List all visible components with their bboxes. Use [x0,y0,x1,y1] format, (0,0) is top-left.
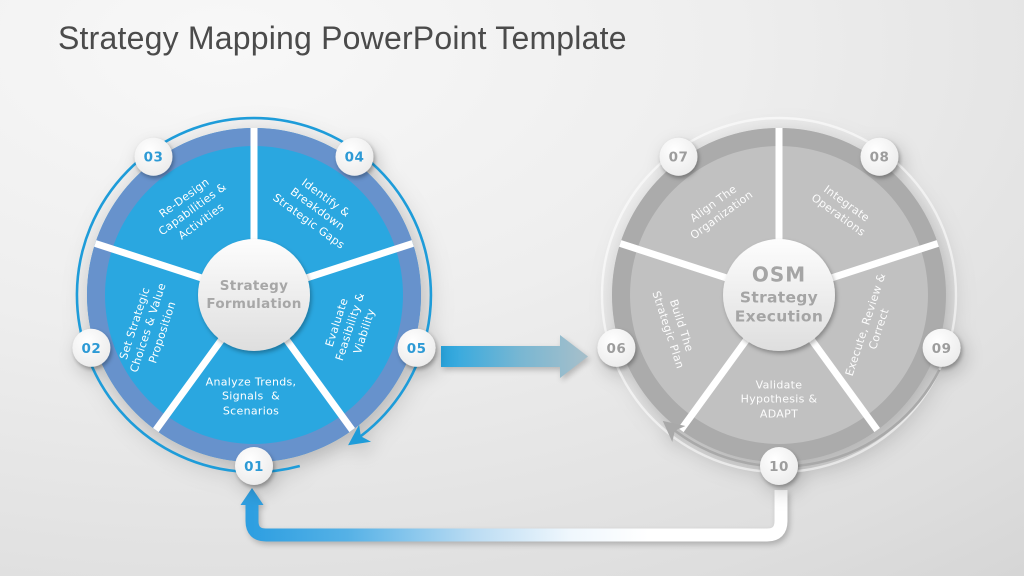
return-arrow [245,490,788,542]
hub-osm-title: OSM [751,262,807,287]
cycle-arrow-icon [75,116,433,474]
hub-osm-lines: Strategy Execution [734,288,824,326]
step-badges: 06 07 08 09 10 [597,137,961,485]
badge-04: 04 [345,150,365,166]
return-arrow-head-icon [240,488,264,505]
badge-03: 03 [144,150,164,166]
hub-label-strategy-formulation: Strategy Formulation [206,277,302,312]
badge-10: 10 [769,459,789,475]
hub-circle [723,239,835,351]
badge-01: 01 [244,459,264,475]
badge-07: 07 [669,150,689,166]
badge-09: 09 [932,341,952,357]
badge-05: 05 [407,341,427,357]
forward-arrow [441,335,588,378]
badge-06: 06 [607,341,627,357]
step-badges: 01 02 03 04 05 [72,137,436,485]
segment-label-01: Analyze Trends, Signals & Scenarios [205,375,297,418]
badge-08: 08 [870,150,890,166]
page-title: Strategy Mapping PowerPoint Template [58,20,627,56]
segment-label-10: Validate Hypothesis & ADAPT [740,378,818,421]
badge-02: 02 [82,341,102,357]
cycle-arrow-icon [662,369,941,468]
strategy-formulation-wheel: 01 02 03 04 05 Analyze Trends, Signals &… [54,95,454,495]
hub-circle [198,239,310,351]
osm-strategy-execution-wheel: 06 07 08 09 10 Build The Strategic Plan … [579,95,979,495]
